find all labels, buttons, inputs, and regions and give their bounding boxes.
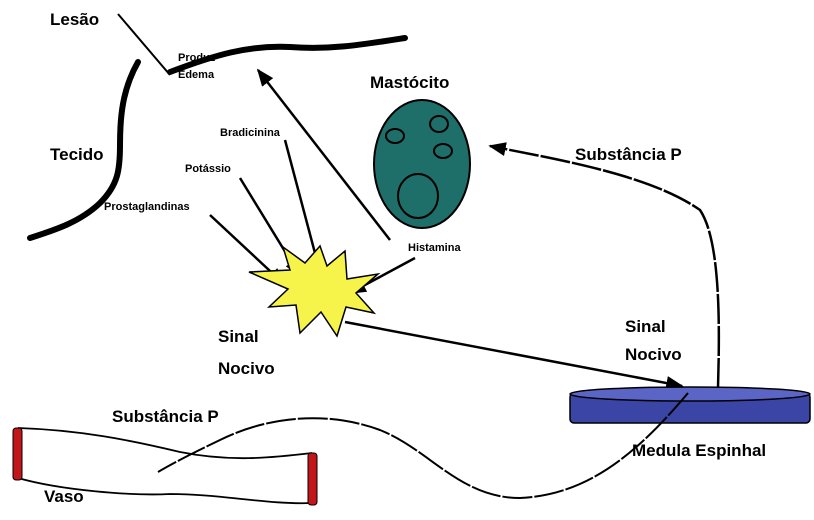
arrow-to-edema <box>258 70 390 240</box>
label-sinal-nocivo-right-line1: Sinal <box>625 317 666 336</box>
label-substancia-p-bottom: Substância P <box>112 407 219 426</box>
mast-cell-granule <box>430 116 448 132</box>
spinal-cord-top <box>570 387 810 401</box>
vessel-cap-right <box>308 453 317 505</box>
label-histamina: Histamina <box>408 242 461 254</box>
label-tecido: Tecido <box>50 145 104 164</box>
mast-cell-granule <box>434 144 452 158</box>
label-sinal-nocivo-left-line2: Nocivo <box>218 359 275 378</box>
substance-p-path-to-mast-cell <box>490 146 719 388</box>
label-edema: Edema <box>178 69 215 81</box>
label-sinal-nocivo-right-line2: Nocivo <box>625 345 682 364</box>
label-substancia-p-right: Substância P <box>575 145 682 164</box>
label-mastocito: Mastócito <box>370 73 449 92</box>
label-potassio: Potássio <box>185 163 231 175</box>
noxious-signal-starburst <box>249 246 378 336</box>
vessel-cap-left <box>13 428 22 480</box>
label-medula-espinhal: Medula Espinhal <box>632 441 766 460</box>
mast-cell-nucleus <box>398 174 438 218</box>
label-bradicinina: Bradicinina <box>220 127 281 139</box>
mast-cell-granule <box>386 129 404 143</box>
label-produz: Produz <box>178 52 216 64</box>
lesao-pointer-line <box>118 14 170 75</box>
label-vaso: Vaso <box>44 487 84 506</box>
vessel-wall-top <box>18 428 312 458</box>
label-lesao: Lesão <box>50 10 99 29</box>
mast-cell <box>374 100 470 228</box>
spinal-cord <box>570 387 810 423</box>
label-prostaglandinas: Prostaglandinas <box>104 201 190 213</box>
label-sinal-nocivo-left-line1: Sinal <box>218 327 259 346</box>
